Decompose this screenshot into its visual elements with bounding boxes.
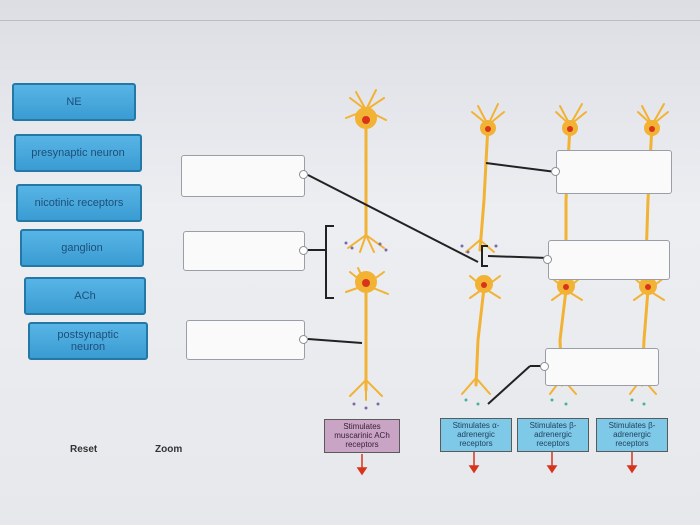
drop-target-5[interactable] (548, 240, 670, 280)
chip-label: ACh (74, 290, 96, 302)
chip-ganglion[interactable]: ganglion (20, 229, 144, 267)
drop-target-handle (551, 167, 560, 176)
drop-target-handle (540, 362, 549, 371)
beta-effect-label-1: Stimulates β-adrenergic receptors (517, 418, 589, 452)
alpha-effect-label: Stimulates α-adrenergic receptors (440, 418, 512, 452)
drop-target-handle (299, 246, 308, 255)
chip-ach[interactable]: ACh (24, 277, 146, 315)
drop-target-handle (299, 170, 308, 179)
chip-label: nicotinic receptors (34, 197, 124, 209)
chip-nicotinic-receptors[interactable]: nicotinic receptors (16, 184, 142, 222)
zoom-button[interactable]: Zoom (155, 444, 183, 455)
drop-target-1[interactable] (181, 155, 305, 197)
drop-target-4[interactable] (556, 150, 672, 194)
chip-label: presynaptic neuron (31, 147, 125, 159)
drop-target-handle (543, 255, 552, 264)
chip-label: postsynaptic neuron (57, 329, 119, 353)
drop-target-6[interactable] (545, 348, 659, 386)
beta-effect-label-2: Stimulates β-adrenergic receptors (596, 418, 668, 452)
reset-button[interactable]: Reset (70, 444, 98, 455)
chip-presynaptic-neuron[interactable]: presynaptic neuron (14, 134, 142, 172)
chip-ne[interactable]: NE (12, 83, 136, 121)
header-divider (0, 20, 700, 21)
chip-postsynaptic-neuron[interactable]: postsynaptic neuron (28, 322, 148, 360)
muscarinic-effect-label: Stimulates muscarinic ACh receptors (324, 419, 400, 453)
drop-target-3[interactable] (186, 320, 305, 360)
drop-target-2[interactable] (183, 231, 305, 271)
chip-label: NE (66, 96, 82, 108)
chip-label: ganglion (61, 242, 103, 254)
drop-target-handle (299, 335, 308, 344)
